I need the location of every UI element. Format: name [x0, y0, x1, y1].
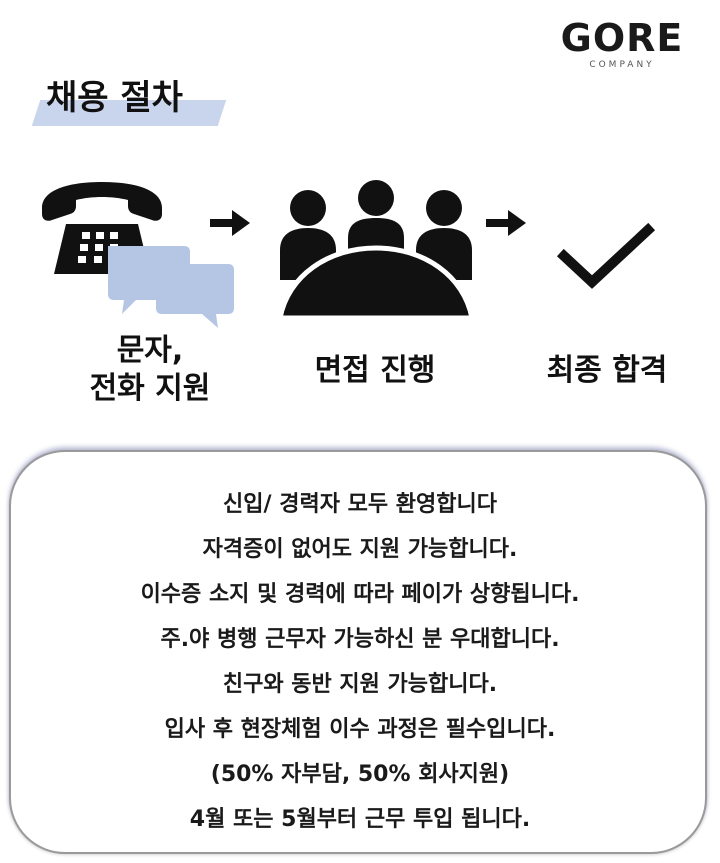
meeting-people-icon: [277, 180, 475, 320]
phone-with-chat-bubbles-icon: [42, 182, 234, 328]
info-line: 입사 후 현장체험 이수 과정은 필수입니다.: [164, 717, 556, 742]
step-label-contact: 문자, 전화 지원: [40, 332, 260, 408]
step-label-interview-line1: 면접 진행: [314, 353, 436, 388]
info-line: (50% 자부담, 50% 회사지원): [210, 762, 510, 787]
info-line: 친구와 동반 지원 가능합니다.: [222, 672, 498, 697]
checkmark-icon: [556, 222, 656, 289]
info-line: 신입/ 경력자 모두 환영합니다: [223, 492, 497, 517]
step-label-contact-line1: 문자,: [116, 333, 184, 368]
arrow-right-icon: [486, 210, 526, 236]
step-label-final-line1: 최종 합격: [546, 353, 668, 388]
info-line: 자격증이 없어도 지원 가능합니다.: [202, 537, 518, 562]
heading-title: 채용 절차: [46, 78, 183, 118]
arrow-right-icon: [210, 210, 250, 236]
step-label-interview: 면접 진행: [290, 352, 460, 390]
step-label-final: 최종 합격: [520, 352, 694, 390]
info-line: 4월 또는 5월부터 근무 투입 됩니다.: [189, 807, 531, 832]
section-heading: 채용 절차: [31, 76, 227, 130]
info-line: 주.야 병행 근무자 가능하신 분 우대합니다.: [160, 627, 560, 652]
company-logo: GORE COMPANY: [544, 18, 700, 74]
info-list: 신입/ 경력자 모두 환영합니다 자격증이 없어도 지원 가능합니다. 이수증 …: [11, 482, 709, 842]
info-box: 신입/ 경력자 모두 환영합니다 자격증이 없어도 지원 가능합니다. 이수증 …: [9, 450, 707, 854]
info-line: 이수증 소지 및 경력에 따라 페이가 상향됩니다.: [140, 582, 580, 607]
logo-subtitle: COMPANY: [589, 60, 655, 70]
step-label-contact-line2: 전화 지원: [89, 371, 211, 406]
logo-wordmark: GORE: [560, 16, 684, 60]
